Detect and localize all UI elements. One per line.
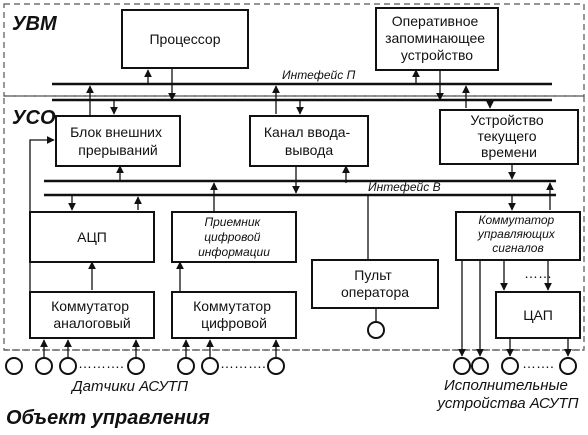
bus-v-label: Интефейс В	[368, 180, 441, 194]
actuator-dots: …….	[522, 355, 554, 371]
operator-button-icon	[367, 321, 385, 339]
block-analog-switch: Коммутатор аналоговый	[29, 291, 155, 339]
sensors-label: Датчики АСУТП	[70, 378, 188, 395]
block-operator-panel: Пульт оператора	[311, 259, 439, 309]
sensor-circle-icon	[5, 357, 23, 375]
block-io-channel: Канал ввода- вывода	[249, 115, 369, 167]
digital-switch-box	[171, 291, 297, 339]
ram-box	[375, 7, 499, 71]
clock-label: Устройство текущего времени	[470, 112, 547, 160]
control-switch-box	[455, 211, 581, 261]
connections	[29, 68, 572, 358]
sensor-circle-icon	[177, 357, 195, 375]
adc-label: АЦП	[77, 229, 107, 245]
actuator-circle-icon	[471, 357, 489, 375]
block-interrupts: Блок внешних прерываний	[55, 115, 181, 167]
sensor-circle-icon	[35, 357, 53, 375]
sensors-group: ………. ………. Датчики АСУТП	[5, 355, 285, 395]
io-channel-label: Канал ввода- вывода	[264, 124, 354, 158]
digital-receiver-label: Приемник цифровой информации	[198, 215, 270, 259]
block-adc: АЦП	[29, 211, 155, 263]
actuator-circle-icon	[501, 357, 519, 375]
bus-interface-p: Интефейс П	[52, 68, 552, 102]
operator-panel-box	[311, 259, 439, 309]
io-channel-box	[249, 115, 369, 167]
bus-interface-v: Интефейс В	[44, 179, 556, 197]
zone-title-uvm: УВМ	[12, 13, 58, 35]
dac-dots: ……	[524, 265, 552, 281]
interrupts-label: Блок внешних прерываний	[70, 124, 166, 158]
actuators-group: ……. Исполнительные устройства АСУТП	[436, 355, 578, 412]
processor-box	[121, 9, 249, 69]
operator-panel-label: Пульт оператора	[341, 267, 409, 300]
block-clock: Устройство текущего времени	[439, 109, 579, 165]
zone-borders	[3, 3, 585, 351]
zone-title-uso: УСО	[12, 107, 56, 129]
interrupts-box	[55, 115, 181, 167]
control-switch-label: Коммутатор управляющих сигналов	[477, 213, 558, 255]
zone-title-object: Объект управления	[6, 407, 210, 429]
sensor-circle-icon	[127, 357, 145, 375]
ram-label: Оперативное запоминающее устройство	[385, 13, 489, 63]
analog-switch-box	[29, 291, 155, 339]
actuator-circle-icon	[559, 357, 577, 375]
processor-label: Процессор	[149, 31, 220, 47]
digital-switch-label: Коммутатор цифровой	[193, 298, 275, 331]
digital-receiver-box	[171, 211, 297, 263]
dac-box	[495, 291, 581, 339]
block-ram: Оперативное запоминающее устройство	[375, 7, 499, 71]
sensor-circle-icon	[201, 357, 219, 375]
block-digital-receiver: Приемник цифровой информации	[171, 211, 297, 263]
actuator-circle-icon	[453, 357, 471, 375]
sensor-dots-digital: ……….	[220, 355, 266, 371]
dac-label: ЦАП	[523, 307, 553, 323]
sensor-circle-icon	[59, 357, 77, 375]
clock-box	[439, 109, 579, 165]
sensor-circle-icon	[267, 357, 285, 375]
adc-box	[29, 211, 155, 263]
bus-p-label: Интефейс П	[282, 68, 356, 82]
block-processor: Процессор	[121, 9, 249, 69]
block-digital-switch: Коммутатор цифровой	[171, 291, 297, 339]
block-dac: ЦАП	[495, 291, 581, 339]
block-control-switch: Коммутатор управляющих сигналов	[455, 211, 581, 261]
analog-switch-label: Коммутатор аналоговый	[51, 298, 133, 331]
sensor-dots-analog: ……….	[78, 355, 124, 371]
actuators-label: Исполнительные устройства АСУТП	[436, 377, 578, 412]
